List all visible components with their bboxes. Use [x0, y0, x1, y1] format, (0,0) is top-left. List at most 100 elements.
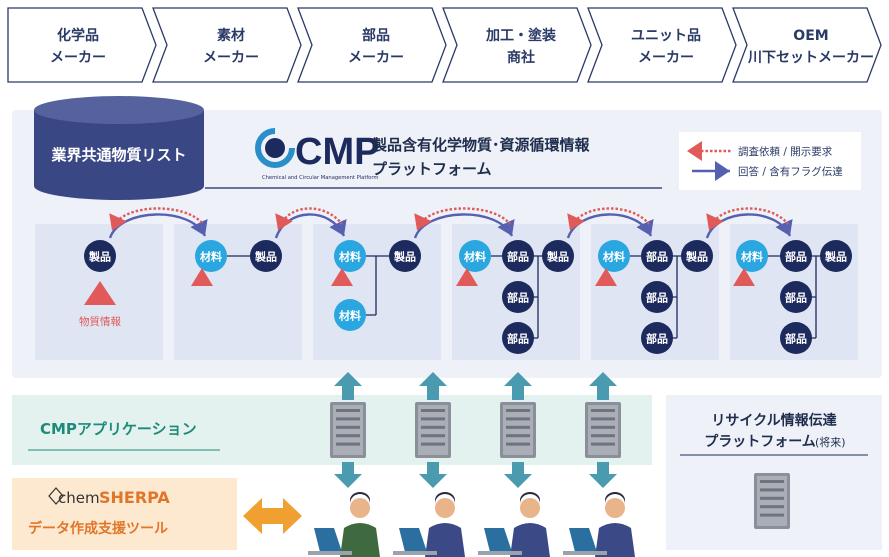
user-2-head — [435, 498, 455, 518]
p2-product-label: 製品 — [254, 250, 277, 264]
server-1-icon-slot-4 — [336, 434, 360, 438]
p6-part-3-label: 部品 — [785, 332, 807, 346]
download-arrow-1-icon — [334, 462, 362, 488]
recycle-server-icon-slot-1 — [760, 480, 784, 483]
laptop-1-icon — [314, 528, 342, 552]
supply-chain-step-3-line2: メーカー — [348, 50, 404, 66]
recycle-title-line2: プラットフォーム — [704, 434, 816, 450]
supply-chain-step-2-line2: メーカー — [203, 50, 259, 66]
chemsherpa-logo-sherpa: SHERPA — [99, 488, 170, 507]
server-4-icon-slot-5 — [591, 442, 615, 446]
p4-material — [459, 240, 491, 272]
p2-material-label: 材料 — [200, 250, 222, 264]
laptop-2-base — [393, 551, 437, 555]
p6-part-2-label: 部品 — [785, 291, 807, 305]
p5-material — [598, 240, 630, 272]
server-1-icon-slot-5 — [336, 442, 360, 446]
p5-part-3 — [641, 322, 673, 354]
server-1-icon-slot-3 — [336, 425, 360, 429]
p5-part-2 — [641, 281, 673, 313]
server-3-icon-face — [503, 405, 533, 455]
recycle-server-icon-face — [757, 476, 787, 526]
server-2-icon-slot-4 — [421, 434, 445, 438]
p5-part-3-label: 部品 — [646, 332, 668, 346]
server-1-icon-face — [333, 405, 363, 455]
p6-triangle — [733, 268, 755, 286]
p3-product-label: 製品 — [393, 250, 416, 264]
p4-part-3 — [502, 322, 534, 354]
recycle-future-label: (将来) — [815, 436, 846, 449]
p6-material-label: 材料 — [741, 250, 763, 264]
user-3-hair — [520, 492, 540, 504]
substance-info-label: 物質情報 — [79, 315, 121, 328]
company-panel-3 — [313, 224, 441, 360]
p4-product-label: 製品 — [546, 250, 569, 264]
supply-chain-step-3 — [297, 7, 447, 83]
supply-chain-step-5-line1: ユニット品 — [631, 28, 701, 44]
server-3-icon-slot-2 — [506, 417, 530, 421]
chemsherpa-logo: chem SHERPA — [48, 487, 170, 507]
user-4-head — [605, 498, 625, 518]
user-1-hair — [350, 492, 370, 504]
upload-arrow-3-icon — [504, 372, 532, 400]
server-4-icon-slot-3 — [591, 425, 615, 429]
p6-part-label: 部品 — [785, 250, 807, 264]
upload-arrow-1-icon — [334, 372, 362, 400]
request-arrow-3-icon — [414, 207, 511, 231]
p6-product — [820, 240, 852, 272]
request-arrow-5-icon — [706, 207, 789, 231]
p6-material — [736, 240, 768, 272]
supply-chain-step-3-line1: 部品 — [362, 27, 390, 44]
server-2-icon-slot-5 — [421, 442, 445, 446]
legend: 調査依頼 / 開示要求 回答 / 含有フラグ伝達 — [679, 132, 861, 190]
supply-chain-step-6-line2: 川下セットメーカー — [747, 50, 874, 66]
p5-part-label: 部品 — [646, 250, 668, 264]
laptop-4-base — [563, 551, 607, 555]
p5-product-label: 製品 — [685, 250, 708, 264]
server-3-icon-slot-3 — [506, 425, 530, 429]
download-arrow-4-icon — [589, 462, 617, 488]
p4-part-2-label: 部品 — [507, 291, 529, 305]
p2-material — [195, 240, 227, 272]
server-3-icon-slot-4 — [506, 434, 530, 438]
p5-part-2-label: 部品 — [646, 291, 668, 305]
server-1-icon-slot-2 — [336, 417, 360, 421]
supply-chain-step-4-line2: 商社 — [507, 49, 535, 66]
p6-part-2 — [780, 281, 812, 313]
upload-arrow-4-icon — [589, 372, 617, 400]
cmp-logo-subtitle: Chemical and Circular Management Platfor… — [262, 175, 378, 181]
supply-chain-step-4 — [442, 7, 592, 83]
server-2-icon-slot-3 — [421, 425, 445, 429]
laptop-4-icon — [569, 528, 597, 552]
server-4-icon-slot-2 — [591, 417, 615, 421]
p4-part — [502, 240, 534, 272]
supply-chain-step-2 — [152, 7, 302, 83]
server-2-icon-slot-1 — [421, 409, 445, 412]
supply-chain-step-5 — [587, 7, 737, 83]
nodes: 製品材料製品材料材料製品材料部品部品部品製品材料部品部品部品製品材料部品部品部品… — [84, 240, 852, 354]
server-1-icon-slot-1 — [336, 409, 360, 412]
supply-chain-chevrons: 化学品メーカー素材メーカー部品メーカー加工・塗装商社ユニット品メーカーOEM川下… — [7, 7, 882, 83]
p5-part — [641, 240, 673, 272]
chemsherpa-logo-chem: chem — [58, 489, 100, 507]
cmp-logo: CMP Chemical and Circular Management Pla… — [255, 128, 379, 181]
user-2-hair — [435, 492, 455, 504]
recycle-server-icon-slot-5 — [760, 513, 784, 517]
upload-arrow-2-icon — [419, 372, 447, 400]
user-4-hair — [605, 492, 625, 504]
laptop-3-base — [478, 551, 522, 555]
user-1-body — [340, 523, 380, 557]
p3-material — [334, 240, 366, 272]
flow-arrows — [108, 207, 793, 239]
user-2-body — [425, 523, 465, 557]
p5-triangle — [595, 268, 617, 286]
server-2-icon-slot-2 — [421, 417, 445, 421]
chemsherpa-tool-label: データ作成支援ツール — [28, 520, 168, 537]
p6-part — [780, 240, 812, 272]
p3-material-label: 材料 — [339, 250, 361, 264]
p1-product-label: 製品 — [88, 250, 111, 264]
p3-material-2-label: 材料 — [339, 309, 361, 323]
server-4-icon-slot-1 — [591, 409, 615, 412]
cmp-logo-text: CMP — [295, 131, 379, 173]
